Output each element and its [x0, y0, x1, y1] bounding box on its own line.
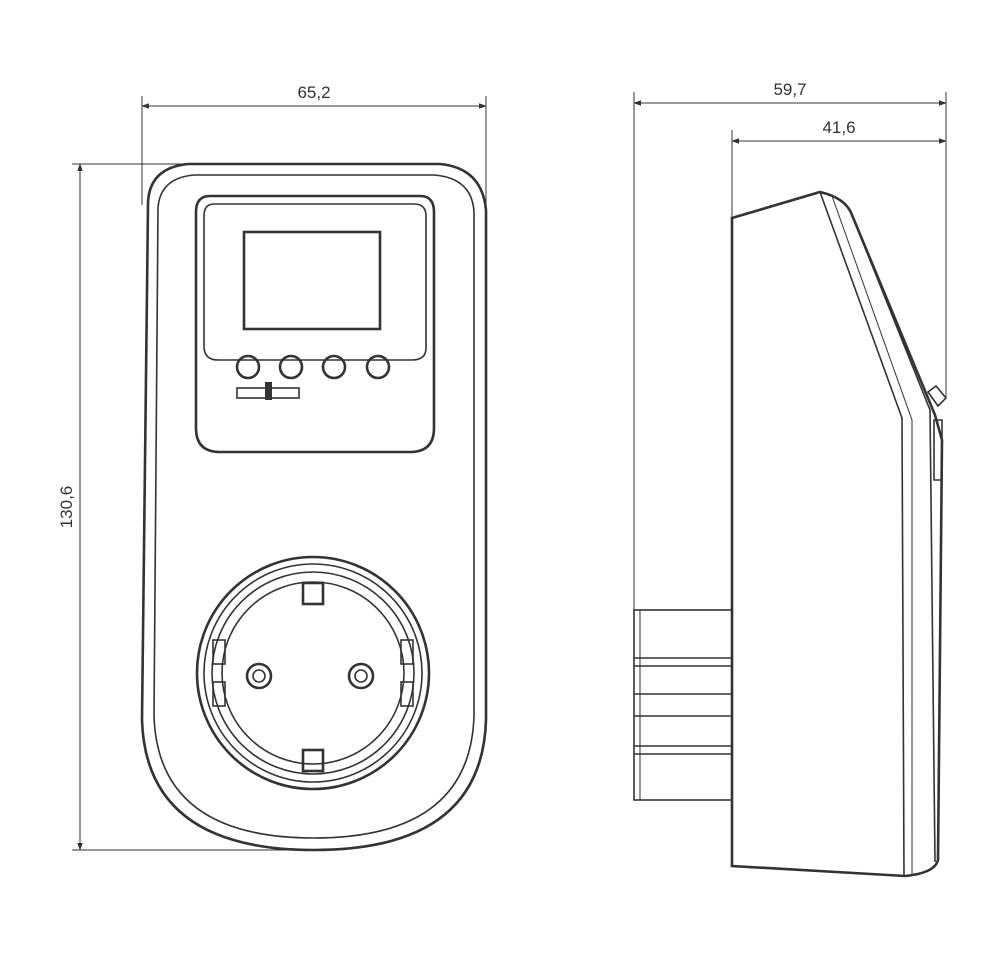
slide-switch — [236, 382, 300, 400]
dimension-front-width: 65,2 — [141, 83, 487, 210]
control-buttons — [235, 354, 391, 380]
socket — [195, 555, 431, 791]
front-width-label: 65,2 — [297, 83, 330, 102]
button-2[interactable] — [278, 354, 304, 380]
earth-clip-top — [301, 581, 325, 606]
button-3[interactable] — [321, 354, 347, 380]
pin-hole-right — [347, 662, 375, 690]
side-total-label: 59,7 — [773, 80, 806, 99]
socket-recess — [221, 581, 405, 765]
side-body-label: 41,6 — [822, 118, 855, 137]
pin-hole-left — [245, 662, 273, 690]
dimension-side-total: 59,7 — [633, 80, 947, 610]
lcd-screen — [242, 230, 382, 331]
socket-ring-3 — [211, 571, 415, 775]
socket-notch-right-2 — [400, 681, 414, 707]
socket-ring-2 — [203, 563, 423, 783]
side-body — [730, 190, 944, 878]
socket-notch-left-2 — [212, 681, 226, 707]
socket-notch-right — [400, 639, 414, 665]
socket-outer-ring — [195, 555, 431, 791]
plug-pins — [633, 609, 733, 801]
display-panel — [194, 194, 436, 454]
switch-knob[interactable] — [265, 382, 272, 400]
button-4[interactable] — [365, 354, 391, 380]
side-button — [933, 419, 943, 481]
dimension-front-height: 130,6 — [57, 163, 320, 851]
earth-clip-bottom — [301, 748, 325, 773]
button-1[interactable] — [235, 354, 261, 380]
display-bezel — [203, 203, 427, 361]
front-height-label: 130,6 — [57, 486, 76, 529]
front-view: 65,2 130,6 — [57, 83, 488, 852]
socket-notch-left — [212, 639, 226, 665]
housing-inner-edge — [153, 174, 475, 839]
dimension-side-body: 41,6 — [731, 118, 947, 218]
side-view: 59,7 41,6 — [633, 80, 948, 878]
display-panel-edge — [851, 214, 936, 863]
front-bevel-2 — [831, 195, 913, 874]
front-bevel — [819, 191, 905, 877]
